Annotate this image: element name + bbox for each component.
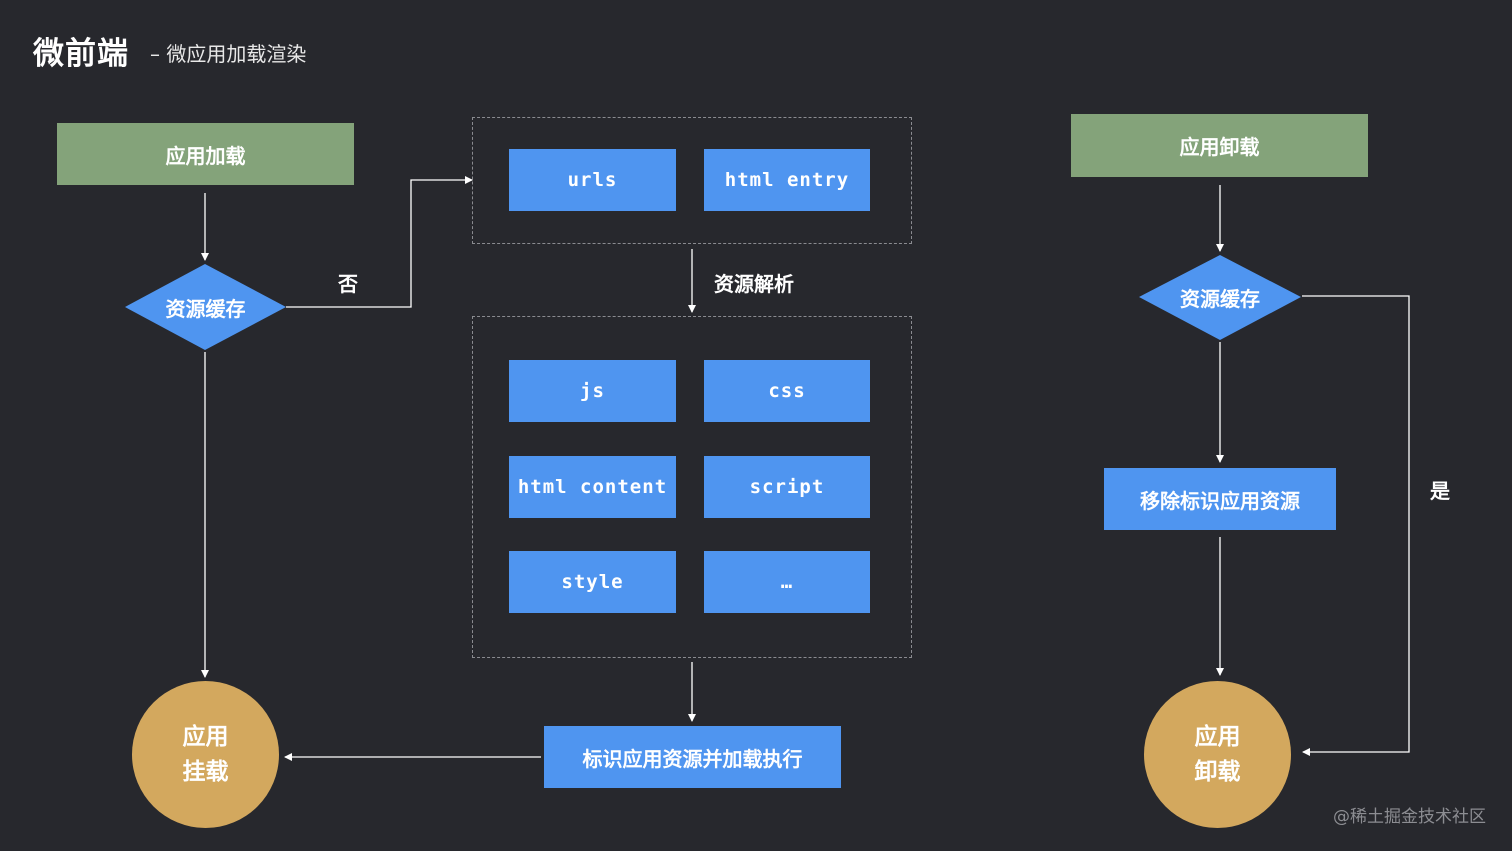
more-node: … xyxy=(704,551,870,613)
edge-label-yes: 是 xyxy=(1430,479,1450,503)
edge-cache-no-to-sources xyxy=(286,176,473,308)
edge-label-parse: 资源解析 xyxy=(714,272,794,296)
script-node: script xyxy=(704,456,870,518)
style-node: style xyxy=(509,551,676,613)
urls-node: urls xyxy=(509,149,676,211)
app-unmount-line2: 卸载 xyxy=(1194,758,1241,785)
css-node: css xyxy=(704,360,870,422)
page-subtitle: – 微应用加载渲染 xyxy=(150,42,307,66)
cache-check-right-label: 资源缓存 xyxy=(1180,286,1260,311)
app-mount-node: 应用 挂载 xyxy=(132,681,279,828)
app-unload-node: 应用卸载 xyxy=(1071,114,1368,177)
remove-mark-node: 移除标识应用资源 xyxy=(1104,468,1336,530)
watermark: @稀土掘金技术社区 xyxy=(1333,807,1486,827)
html-content-node: html content xyxy=(509,456,676,518)
app-mount-line2: 挂载 xyxy=(182,758,229,785)
html-entry-node: html entry xyxy=(704,149,870,211)
edge-cache-yes-to-unmount xyxy=(1302,295,1410,756)
app-unmount-line1: 应用 xyxy=(1194,723,1241,750)
js-node: js xyxy=(509,360,676,422)
cache-check-left-label: 资源缓存 xyxy=(165,296,246,321)
app-load-node: 应用加载 xyxy=(57,123,354,185)
cache-diamond-left-shape xyxy=(125,264,286,350)
app-mount-line1: 应用 xyxy=(182,723,229,750)
page-title: 微前端 xyxy=(33,36,129,72)
parsed-resource-group xyxy=(472,316,912,658)
app-unmount-node: 应用 卸载 xyxy=(1144,681,1291,828)
cache-diamond-right-shape xyxy=(1139,255,1301,340)
resource-source-group xyxy=(472,117,912,244)
mark-and-execute-node: 标识应用资源并加载执行 xyxy=(544,726,841,788)
edge-label-no: 否 xyxy=(338,272,358,296)
